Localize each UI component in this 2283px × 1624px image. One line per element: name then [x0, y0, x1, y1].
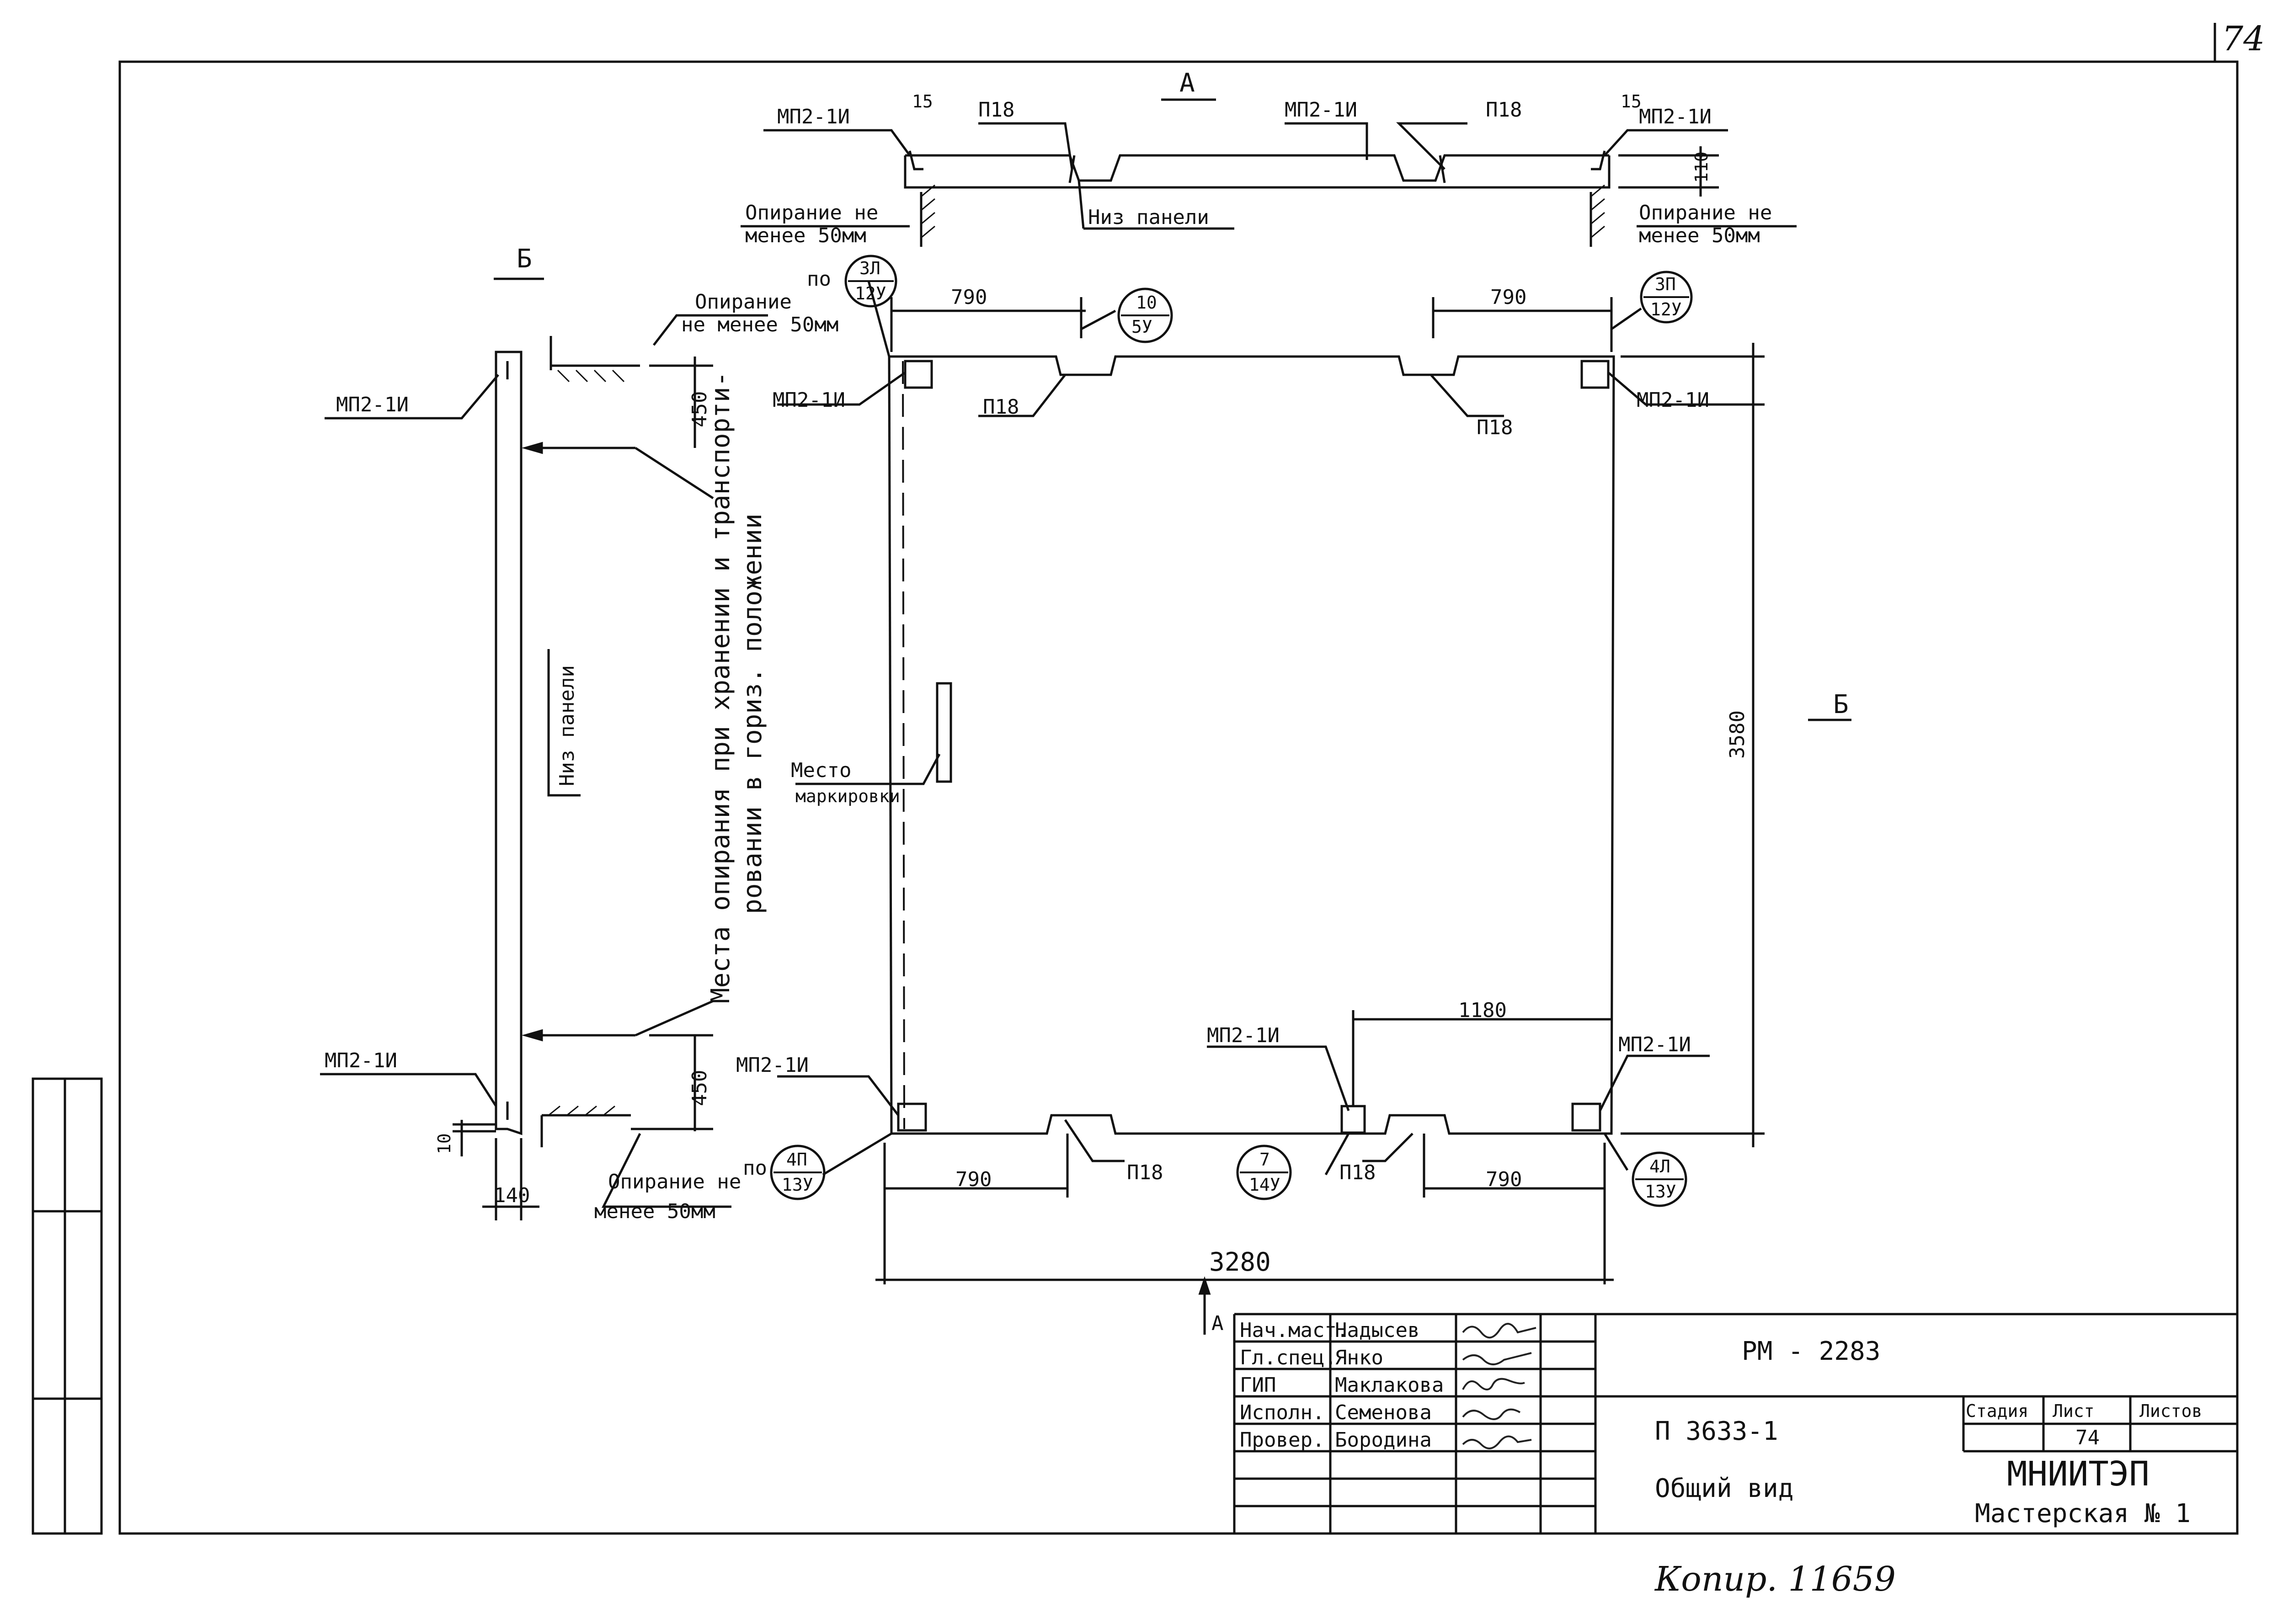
- plan-bottom-dim-right: 790: [1486, 1168, 1522, 1191]
- section-b-support-bottom-2: менее 50мм: [594, 1200, 715, 1223]
- svg-text:10: 10: [1136, 293, 1157, 313]
- tb-role-2: ГИП: [1240, 1374, 1276, 1397]
- section-a-p-right: П18: [1486, 98, 1522, 122]
- svg-text:7: 7: [1259, 1150, 1270, 1170]
- section-b-storage-2: ровании в гориз. положении: [738, 513, 768, 914]
- tb-name-1: Янко: [1335, 1346, 1383, 1369]
- svg-text:3П: 3П: [1655, 274, 1676, 294]
- svg-text:5У: 5У: [1131, 317, 1152, 337]
- section-a-mp-center: МП2-1И: [1285, 98, 1357, 122]
- svg-text:4Л: 4Л: [1649, 1156, 1670, 1177]
- svg-text:13У: 13У: [1645, 1182, 1676, 1202]
- tb-sheet-no: 74: [2075, 1426, 2100, 1449]
- tb-org-1: МНИИТЭП: [2007, 1454, 2150, 1494]
- plan-marking-1: Место: [791, 759, 851, 782]
- plan-p-bl: П18: [1127, 1161, 1163, 1184]
- tb-role-3: Исполн.: [1240, 1401, 1324, 1424]
- footer-note: Копир. 11659: [1654, 1560, 1896, 1599]
- section-a-bottom-panel: Низ панели: [1088, 206, 1209, 229]
- tb-role-4: Провер.: [1240, 1428, 1324, 1452]
- tb-col-sheet: Лист: [2053, 1401, 2095, 1421]
- section-a-mp-left: МП2-1И: [777, 105, 850, 128]
- section-a-dim-15-left: 15: [912, 91, 933, 112]
- section-b-storage-1: Места опирания при хранении и транспорти…: [706, 372, 736, 1003]
- plan-bottom-total: 3280: [1209, 1247, 1271, 1277]
- tb-product: П 3633-1: [1655, 1416, 1778, 1446]
- plan-inner-dim: 1180: [1458, 999, 1507, 1022]
- plan-p-bc: П18: [1339, 1161, 1376, 1184]
- section-b-dim-140: 140: [494, 1184, 530, 1207]
- page-number: 74: [2222, 19, 2265, 59]
- callout: 3Л 12У: [844, 255, 897, 308]
- section-a-mp-right: МП2-1И: [1639, 105, 1712, 128]
- section-b-support-top-2: не менее 50мм: [681, 313, 838, 336]
- section-a-title: А: [1179, 68, 1195, 98]
- callout: 4П 13У: [770, 1145, 826, 1200]
- section-a-support-left-1: Опирание не: [745, 201, 878, 224]
- plan-marking-2: маркировки: [795, 786, 900, 806]
- section-b-dim-10: 10: [434, 1133, 454, 1154]
- section-b-bottom-panel: Низ панели: [555, 665, 579, 786]
- plan-top-dim-right: 790: [1490, 286, 1526, 309]
- section-b-mp-bottom: МП2-1И: [325, 1049, 397, 1072]
- tb-name-2: Маклакова: [1335, 1374, 1444, 1397]
- tb-col-stage: Стадия: [1966, 1401, 2028, 1421]
- tb-doc-code: РМ - 2283: [1742, 1336, 1880, 1366]
- section-b-dim-450-bottom: 450: [688, 1070, 711, 1106]
- section-b-mp-top: МП2-1И: [336, 393, 409, 416]
- svg-text:14У: 14У: [1249, 1175, 1280, 1195]
- signatures: [1462, 1323, 1536, 1449]
- plan-right-dim: 3580: [1726, 710, 1749, 759]
- tb-col-sheets: Листов: [2139, 1401, 2202, 1421]
- section-a-support-right-1: Опирание не: [1639, 201, 1772, 224]
- plan-po-bottom: по: [743, 1156, 767, 1180]
- plan-top-dim-left: 790: [951, 286, 987, 309]
- tb-name-3: Семенова: [1335, 1401, 1432, 1424]
- plan-mp-tr: МП2-1И: [1637, 389, 1709, 412]
- section-b: Б: [320, 244, 838, 1223]
- plan-mp-bc: МП2-1И: [1207, 1024, 1280, 1047]
- svg-text:12У: 12У: [855, 283, 886, 304]
- plan-mp-tl: МП2-1И: [773, 389, 845, 412]
- svg-text:4П: 4П: [786, 1150, 807, 1170]
- callout: 3П 12У: [1640, 271, 1693, 324]
- svg-text:13У: 13У: [782, 1175, 813, 1195]
- plan-mp-br: МП2-1И: [1618, 1033, 1691, 1056]
- plan-po-top: по: [807, 267, 831, 291]
- section-a: А МП2-: [741, 68, 1797, 247]
- tb-sheet-name: Общий вид: [1655, 1474, 1793, 1503]
- section-b-title: Б: [517, 244, 532, 274]
- plan-p-tl: П18: [983, 395, 1019, 419]
- section-a-support-left-2: менее 50мм: [745, 224, 866, 247]
- svg-text:12У: 12У: [1650, 299, 1682, 319]
- plan-p-tr: П18: [1477, 416, 1513, 439]
- section-b-support-bottom-1: Опирание не: [608, 1170, 741, 1193]
- plan-bottom-dim-left: 790: [955, 1168, 992, 1191]
- section-a-p-left: П18: [978, 98, 1014, 122]
- section-a-dim-110: 110: [1691, 151, 1712, 183]
- section-b-support-top-1: Опирание: [695, 290, 792, 314]
- tb-name-4: Бородина: [1335, 1428, 1432, 1452]
- tb-name-0: Надысев: [1335, 1319, 1419, 1342]
- plan-mp-bl: МП2-1И: [736, 1054, 809, 1077]
- plan-section-arrow-a: А: [1211, 1312, 1224, 1335]
- title-block: Нач.маст. Гл.спец. ГИП Исполн. Провер. Н…: [1233, 1313, 2237, 1533]
- tb-org-2: Мастерская № 1: [1975, 1499, 2191, 1528]
- tb-role-1: Гл.спец.: [1240, 1346, 1337, 1369]
- callout: 10 5У: [1117, 288, 1173, 343]
- section-a-dim-15-right: 15: [1621, 91, 1642, 112]
- callout: 7 14У: [1236, 1145, 1292, 1200]
- plan-view: 790 790 3580 790 790 3280 1180 Место мар…: [736, 255, 1851, 1335]
- tb-role-0: Нач.маст.: [1240, 1319, 1349, 1342]
- callout: 4Л 13У: [1632, 1151, 1687, 1207]
- plan-section-arrow-b: Б: [1833, 690, 1849, 719]
- section-b-dim-450-top: 450: [688, 391, 711, 427]
- section-a-support-right-2: менее 50мм: [1639, 224, 1760, 247]
- svg-text:3Л: 3Л: [859, 258, 880, 278]
